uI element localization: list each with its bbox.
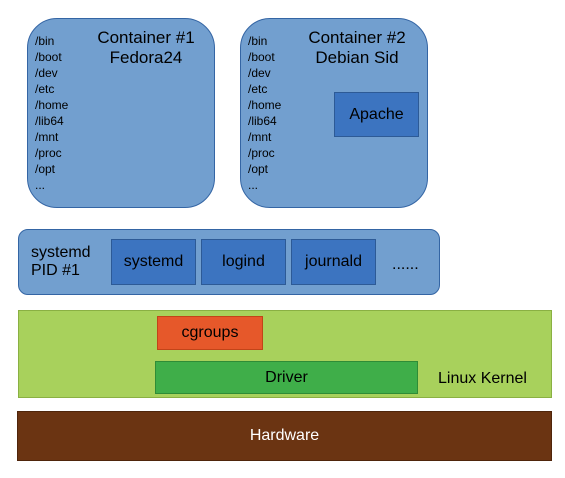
systemd-bar: systemd PID #1 systemd logind journald .… <box>18 229 440 295</box>
container-1-title-line1: Container #1 <box>97 28 195 47</box>
service-journald: journald <box>291 239 376 285</box>
dir-item: ... <box>35 178 46 192</box>
container-2-title-line1: Container #2 <box>308 28 406 47</box>
apache-box: Apache <box>334 92 419 137</box>
service-systemd: systemd <box>111 239 196 285</box>
systemd-label: systemd PID #1 <box>31 244 91 280</box>
dir-item: /boot <box>35 50 62 64</box>
container-1-title-line2: Fedora24 <box>109 48 183 67</box>
dir-item: /proc <box>35 146 62 160</box>
dir-item: /bin <box>248 34 268 48</box>
dir-item: /home <box>35 98 69 112</box>
dir-item: ... <box>248 178 259 192</box>
container-1-dir-list: /bin /boot /dev /etc /home /lib64 /mnt /… <box>35 33 68 193</box>
linux-kernel-label: Linux Kernel <box>438 370 527 387</box>
container-2-title: Container #2 Debian Sid <box>287 28 427 68</box>
dir-item: /bin <box>35 34 55 48</box>
dir-item: /proc <box>248 146 275 160</box>
container-1-title: Container #1 Fedora24 <box>76 28 216 68</box>
dir-item: /mnt <box>35 130 59 144</box>
container-2: Container #2 Debian Sid /bin /boot /dev … <box>240 18 428 208</box>
dir-item: /etc <box>248 82 268 96</box>
more-services-ellipsis: ...... <box>392 256 419 273</box>
container-2-title-line2: Debian Sid <box>315 48 399 67</box>
dir-item: /lib64 <box>35 114 64 128</box>
container-2-dir-list: /bin /boot /dev /etc /home /lib64 /mnt /… <box>248 33 281 193</box>
dir-item: /dev <box>35 66 58 80</box>
systemd-label-line1: systemd <box>31 244 91 261</box>
linux-kernel-bar: cgroups Driver Linux Kernel <box>18 310 552 398</box>
service-logind: logind <box>201 239 286 285</box>
container-1: Container #1 Fedora24 /bin /boot /dev /e… <box>27 18 215 208</box>
driver-box: Driver <box>155 361 418 394</box>
cgroups-box: cgroups <box>157 316 263 350</box>
dir-item: /opt <box>248 162 269 176</box>
dir-item: /mnt <box>248 130 272 144</box>
systemd-label-line2: PID #1 <box>31 262 80 279</box>
dir-item: /home <box>248 98 282 112</box>
dir-item: /dev <box>248 66 271 80</box>
dir-item: /lib64 <box>248 114 277 128</box>
dir-item: /etc <box>35 82 55 96</box>
dir-item: /opt <box>35 162 56 176</box>
hardware-bar: Hardware <box>17 411 552 461</box>
dir-item: /boot <box>248 50 275 64</box>
